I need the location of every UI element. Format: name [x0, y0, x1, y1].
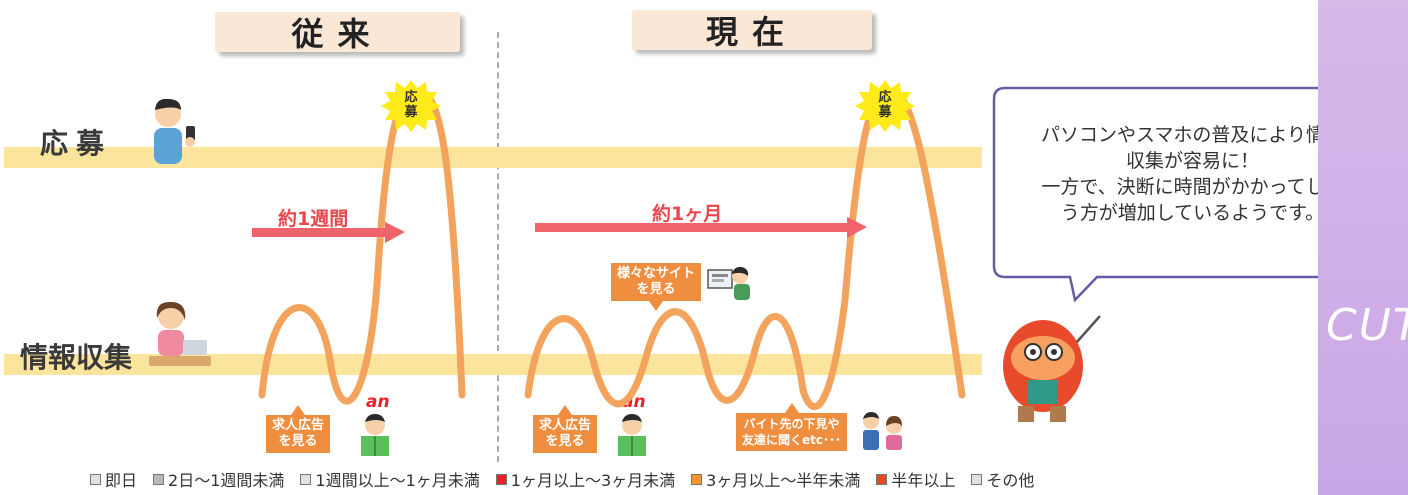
star-burst-right [855, 80, 915, 132]
legend-label: 即日 [105, 471, 138, 490]
duration-before: 約1週間 [278, 208, 349, 230]
header-before: 従来 [215, 12, 460, 53]
person-pc-icon [707, 266, 750, 300]
process-diagram [252, 80, 966, 411]
an-logo-1: an [366, 392, 390, 412]
friends-icon [863, 412, 902, 450]
reader-icon-1 [361, 414, 389, 456]
legend-item: 1ヶ月以上〜3ヶ月未満 [495, 467, 676, 491]
apply-band [4, 147, 982, 168]
legend-label: その他 [986, 471, 1035, 490]
apply-row-label: 応募 [40, 127, 113, 160]
callout-sites: 様々なサイト を見る [611, 263, 702, 311]
legend-label: 半年以上 [891, 471, 956, 490]
side-text: CUT [1326, 300, 1408, 351]
callout-ad-before: 求人広告 を見る [266, 405, 331, 453]
legend-swatch [90, 473, 101, 485]
person-laptop-icon [149, 301, 211, 366]
reader-icon-2 [618, 414, 646, 456]
divider-line [497, 32, 499, 462]
legend-label: 3ヶ月以上〜半年未満 [706, 471, 861, 490]
arrow-before [252, 222, 405, 243]
callout-friends: バイト先の下見や 友達に聞くetc･･･ [736, 403, 847, 451]
legend-item: 1週間以上〜1ヶ月未満 [300, 467, 480, 491]
info-row-label: 情報収集 [20, 341, 133, 374]
wave-before [258, 88, 466, 405]
legend-swatch [153, 473, 165, 485]
legend-swatch [495, 473, 507, 485]
mascot-icon [1003, 315, 1101, 422]
legend-swatch [876, 473, 888, 485]
legend-item: 半年以上 [876, 467, 955, 491]
legend-swatch [971, 473, 983, 485]
legend-item: 即日 [90, 467, 137, 491]
info-band [4, 354, 982, 375]
legend-item: 2日〜1週間未満 [153, 467, 284, 491]
star-label-right: 応 募 [878, 90, 892, 120]
arrow-now [535, 217, 867, 238]
star-label-left: 応 募 [404, 90, 418, 120]
speech-text: パソコンやスマホの普及により情報 収集が容易に！ 一方で、決断に時間がかかってし… [1040, 124, 1345, 224]
side-decoration: CUT [1318, 0, 1408, 495]
callout-ad-now: 求人広告 を見る [533, 405, 598, 453]
legend-label: 1ヶ月以上〜3ヶ月未満 [510, 471, 676, 490]
duration-now: 約1ヶ月 [652, 203, 723, 225]
person-phone-icon [154, 98, 195, 164]
legend-swatch [300, 473, 312, 485]
legend-label: 2日〜1週間未満 [168, 471, 285, 490]
legend-label: 1週間以上〜1ヶ月未満 [315, 471, 480, 490]
header-before-label: 従来 [291, 15, 384, 53]
wave-now [524, 88, 966, 411]
star-burst-left [381, 80, 441, 132]
legend: 即日 2日〜1週間未満 1週間以上〜1ヶ月未満 1ヶ月以上〜3ヶ月未満 3ヶ月以上〜半年… [90, 467, 1050, 491]
legend-swatch [691, 473, 703, 485]
header-now: 現在 [632, 10, 872, 51]
legend-item: その他 [971, 467, 1034, 491]
legend-item: 3ヶ月以上〜半年未満 [691, 467, 860, 491]
header-now-label: 現在 [705, 13, 798, 51]
